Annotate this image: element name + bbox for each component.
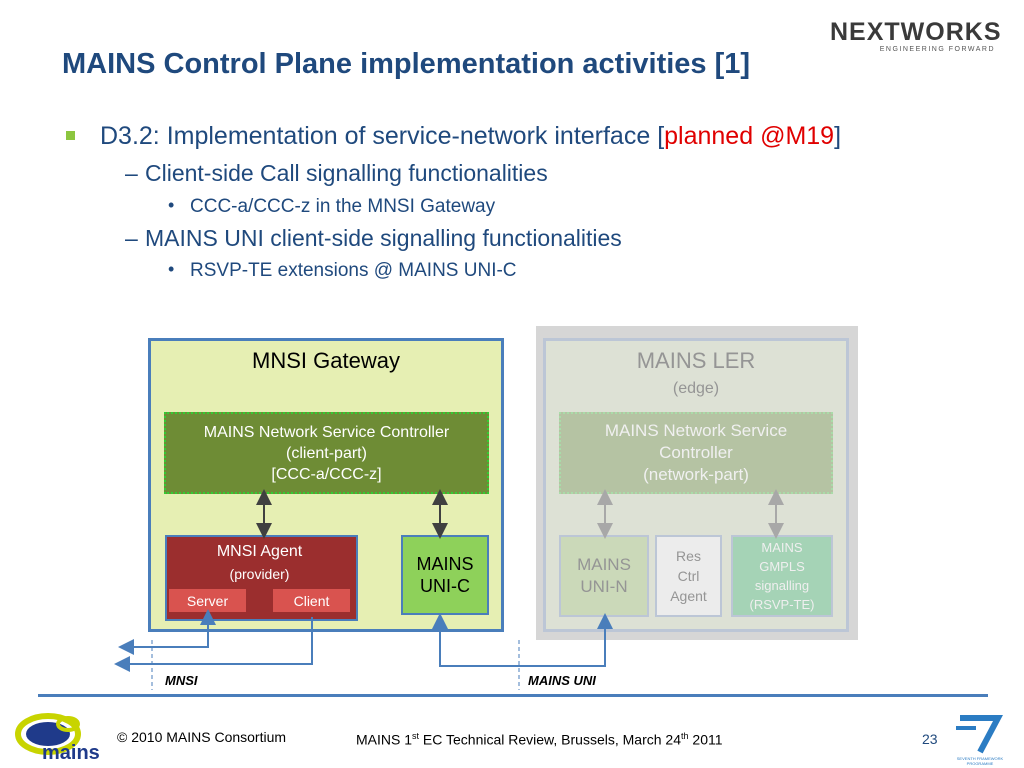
footer-review: MAINS 1st EC Technical Review, Brussels,… — [356, 731, 723, 748]
gateway-title: MNSI Gateway — [252, 348, 400, 373]
gmpls-line4: (RSVP-TE) — [749, 597, 815, 612]
mnsi-label: MNSI — [165, 673, 198, 688]
ler-title: MAINS LER — [636, 348, 756, 373]
nsc-network-line3: (network-part) — [643, 465, 749, 484]
server-box: Server — [169, 589, 246, 612]
fp7-logo: SEVENTH FRAMEWORK PROGRAMME — [950, 712, 1010, 766]
nextworks-logo: NEXTWORKS ENGINEERING FORWARD — [830, 18, 1002, 58]
dash-icon: – — [125, 160, 138, 186]
mnsi-server-line — [118, 609, 216, 655]
footer-divider — [38, 694, 988, 697]
mains-logo-text: mains — [42, 742, 100, 764]
fp7-text: SEVENTH FRAMEWORK PROGRAMME — [956, 756, 1004, 766]
mains-uni-label: MAINS UNI — [528, 673, 596, 688]
res-ctrl-line2: Ctrl — [677, 568, 700, 584]
bullet-ccc: CCC-a/CCC-z in the MNSI Gateway — [190, 196, 496, 217]
agent-sub: (provider) — [229, 566, 290, 582]
nsc-network-line2: Controller — [659, 443, 733, 462]
gmpls-line1: MAINS — [761, 540, 803, 555]
bullet-square-icon — [66, 131, 75, 140]
review-part-b: EC Technical Review, Brussels, March 24 — [419, 731, 681, 748]
res-ctrl-box: Res Ctrl Agent — [655, 535, 722, 617]
review-part-a: MAINS 1 — [356, 731, 413, 748]
d32-planned: planned @M19 — [664, 122, 835, 150]
footer-copyright: © 2010 MAINS Consortium — [117, 729, 287, 745]
nsc-client-box: MAINS Network Service Controller (client… — [164, 412, 489, 494]
d32-suffix: ] — [834, 122, 842, 150]
uni-n-line1: MAINS — [577, 555, 631, 574]
res-ctrl-line3: Agent — [670, 588, 707, 604]
fp7-logo-icon — [956, 715, 1003, 754]
nsc-client-line3: [CCC-a/CCC-z] — [271, 465, 382, 483]
agent-label: MNSI Agent — [216, 543, 303, 560]
uni-line — [432, 613, 613, 667]
gmpls-line3: signalling — [754, 578, 810, 593]
gmpls-box: MAINS GMPLS signalling (RSVP-TE) — [731, 535, 833, 617]
d32-prefix: D3.2: Implementation of service-network … — [100, 122, 665, 150]
bullet-rsvp: RSVP-TE extensions @ MAINS UNI-C — [190, 260, 517, 281]
slide-title: MAINS Control Plane implementation activ… — [62, 48, 751, 80]
mnsi-client-line — [114, 617, 313, 672]
bullet-d32: D3.2: Implementation of service-network … — [100, 122, 841, 151]
nsc-client-line1: MAINS Network Service Controller — [203, 423, 450, 441]
nsc-network-box: MAINS Network Service Controller (networ… — [559, 412, 833, 494]
review-sup-th: th — [681, 731, 689, 741]
uni-n-box: MAINS UNI-N — [559, 535, 649, 617]
logo-tagline: ENGINEERING FORWARD — [879, 46, 995, 53]
mains-logo-icon — [15, 713, 81, 755]
uni-c-line2: UNI-C — [420, 576, 470, 596]
gmpls-line2: GMPLS — [759, 559, 805, 574]
dot-icon: • — [168, 195, 175, 215]
dash-icon: – — [125, 225, 138, 251]
ler-subtitle: (edge) — [672, 380, 720, 397]
review-sup-st: st — [412, 731, 420, 741]
client-box: Client — [273, 589, 350, 612]
uni-n-line2: UNI-N — [580, 577, 628, 596]
uni-c-line1: MAINS — [416, 554, 474, 574]
page-number: 23 — [922, 731, 938, 747]
mains-logo: mains — [12, 708, 104, 764]
bullet-client-call: Client-side Call signalling functionalit… — [145, 160, 548, 186]
nsc-network-line1: MAINS Network Service — [604, 421, 788, 440]
logo-wordmark: NEXTWORKS — [830, 18, 1002, 46]
nsc-client-line2: (client-part) — [286, 444, 367, 462]
review-part-c: 2011 — [688, 731, 723, 748]
dot-icon: • — [168, 259, 175, 279]
res-ctrl-line1: Res — [676, 548, 701, 564]
bullet-uni-client: MAINS UNI client-side signalling functio… — [145, 225, 622, 251]
